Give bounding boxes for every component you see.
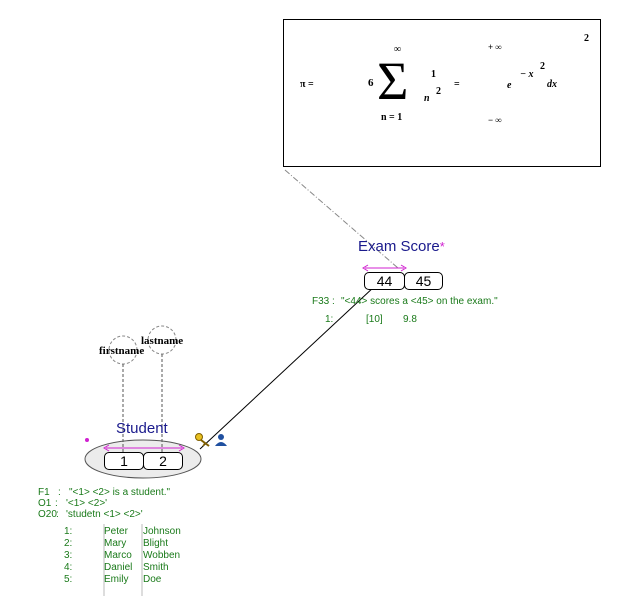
formula-outer-exp: 2 xyxy=(584,33,589,44)
student-role-1[interactable]: 1 xyxy=(104,452,144,470)
fact-line-text: "<1> <2> is a student." xyxy=(69,487,171,498)
key-icon xyxy=(195,433,210,447)
population-index: 3: xyxy=(64,550,73,561)
firstname-attribute-label[interactable]: firstname xyxy=(99,345,145,357)
exam-score-role-44[interactable]: 44 xyxy=(364,272,405,290)
exam-score-fact-label: F33 : xyxy=(312,296,335,307)
student-uniqueness-arrow-right xyxy=(178,444,185,452)
population-lastname: Blight xyxy=(143,538,169,549)
formula-int-bottom: − ∞ xyxy=(488,115,502,125)
student-uniqueness-arrow-left xyxy=(103,444,110,452)
population-index: 5: xyxy=(64,574,73,585)
formula-box[interactable] xyxy=(283,19,601,167)
population-lastname: Doe xyxy=(143,574,162,585)
formula-connector-line xyxy=(284,169,399,269)
formula-six: 6 xyxy=(368,77,374,89)
fact-line-sep: : xyxy=(55,498,58,509)
derived-star: * xyxy=(439,239,445,254)
formula-frac-exp: 2 xyxy=(436,86,441,97)
population-firstname: Peter xyxy=(104,526,128,537)
student-exam-connector-line xyxy=(199,285,376,450)
formula-x-exp: 2 xyxy=(540,61,545,72)
exam-score-role-45[interactable]: 45 xyxy=(404,272,443,290)
population-index: 1: xyxy=(64,526,73,537)
formula-equals: = xyxy=(454,79,460,90)
formula-pi-equals: π = xyxy=(300,79,314,90)
person-icon xyxy=(215,434,227,446)
population-firstname: Emily xyxy=(104,574,129,585)
student-anchor-dot xyxy=(85,438,89,442)
population-index: 4: xyxy=(64,562,73,573)
formula-integrand-e: e xyxy=(507,80,512,91)
fact-line-sep: : xyxy=(58,487,61,498)
exam-score-uniqueness-arrow-left xyxy=(362,264,369,272)
fact-line-text: '<1> <2>' xyxy=(66,498,108,509)
formula-sigma: Σ xyxy=(377,51,409,111)
population-firstname: Marco xyxy=(104,550,132,561)
fact-line-label: O1 xyxy=(38,498,52,509)
lastname-attribute-label[interactable]: lastname xyxy=(141,335,184,347)
population-firstname: Mary xyxy=(104,538,127,549)
population-index: 2: xyxy=(64,538,73,549)
exam-score-pop-value-2: 9.8 xyxy=(403,314,417,325)
exam-score-fact-text: "<44> scores a <45> on the exam." xyxy=(341,296,498,307)
student-label[interactable]: Student xyxy=(116,420,168,437)
population-lastname: Johnson xyxy=(143,526,181,537)
formula-frac-den: n xyxy=(424,93,430,104)
formula-int-top: + ∞ xyxy=(488,42,502,52)
exam-score-pop-index: 1: xyxy=(325,314,334,325)
exam-score-uniqueness-arrow-right xyxy=(400,264,407,272)
fact-line-label: O20 xyxy=(38,509,57,520)
fact-line-label: F1 xyxy=(38,487,50,498)
formula-sum-bottom: n = 1 xyxy=(381,112,403,123)
formula-dx: dx xyxy=(547,79,557,90)
student-role-2[interactable]: 2 xyxy=(143,452,183,470)
fact-line-sep: : xyxy=(56,509,59,520)
exam-score-label[interactable]: Exam Score* xyxy=(358,238,445,255)
population-lastname: Smith xyxy=(143,562,169,573)
formula-neg-x: − x xyxy=(520,69,534,80)
formula-frac-num: 1 xyxy=(431,69,436,80)
fact-line-text: 'studetn <1> <2>' xyxy=(66,509,143,520)
population-lastname: Wobben xyxy=(143,550,181,561)
population-firstname: Daniel xyxy=(104,562,133,573)
exam-score-pop-value-1: [10] xyxy=(366,314,383,325)
formula-sum-top: ∞ xyxy=(394,44,402,55)
